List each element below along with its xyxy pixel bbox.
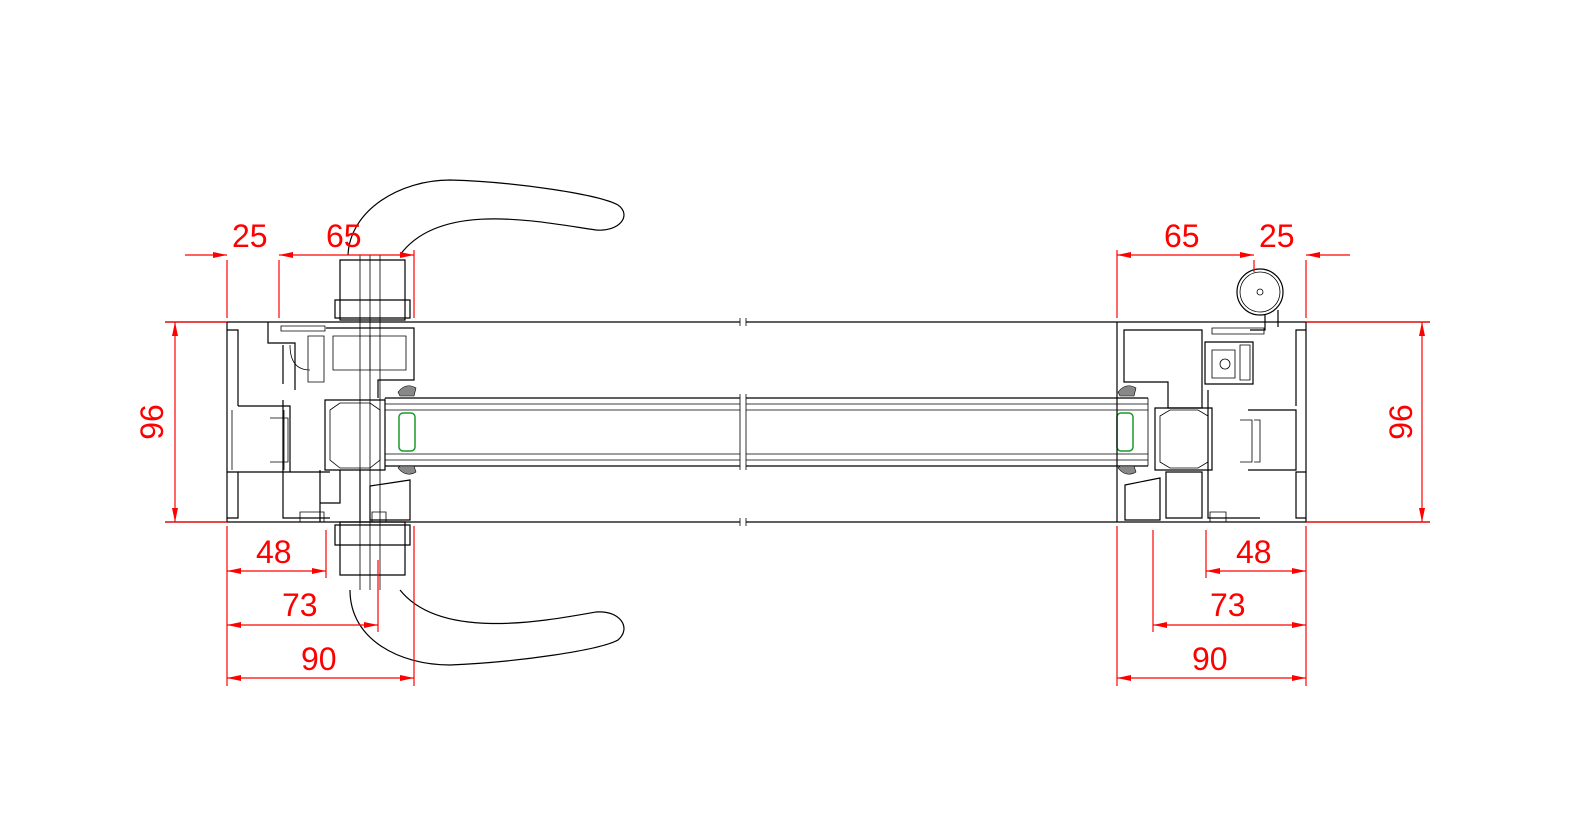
left-dimensions: 25 65 96 48 73 90 [134,218,415,686]
dim-right-48: 48 [1236,534,1272,570]
dim-left-96: 96 [134,404,170,440]
dim-right-65: 65 [1164,218,1200,254]
dim-left-65: 65 [326,218,362,254]
right-dimensions: 65 25 96 48 73 90 [1116,218,1430,686]
dim-right-90: 90 [1192,641,1228,677]
dim-right-25: 25 [1259,218,1295,254]
left-handle [334,179,625,666]
dim-left-90: 90 [301,641,337,677]
dim-left-48: 48 [256,534,292,570]
right-frame-profile [1116,322,1307,523]
left-frame-profile [226,322,415,523]
dim-left-73: 73 [282,587,318,623]
dim-right-73: 73 [1210,587,1246,623]
dim-left-25: 25 [232,218,268,254]
right-spacer [1116,412,1134,452]
left-spacer [398,412,416,452]
dim-right-96: 96 [1383,404,1419,440]
glass-unit [384,385,1149,475]
right-roller [1236,268,1284,331]
